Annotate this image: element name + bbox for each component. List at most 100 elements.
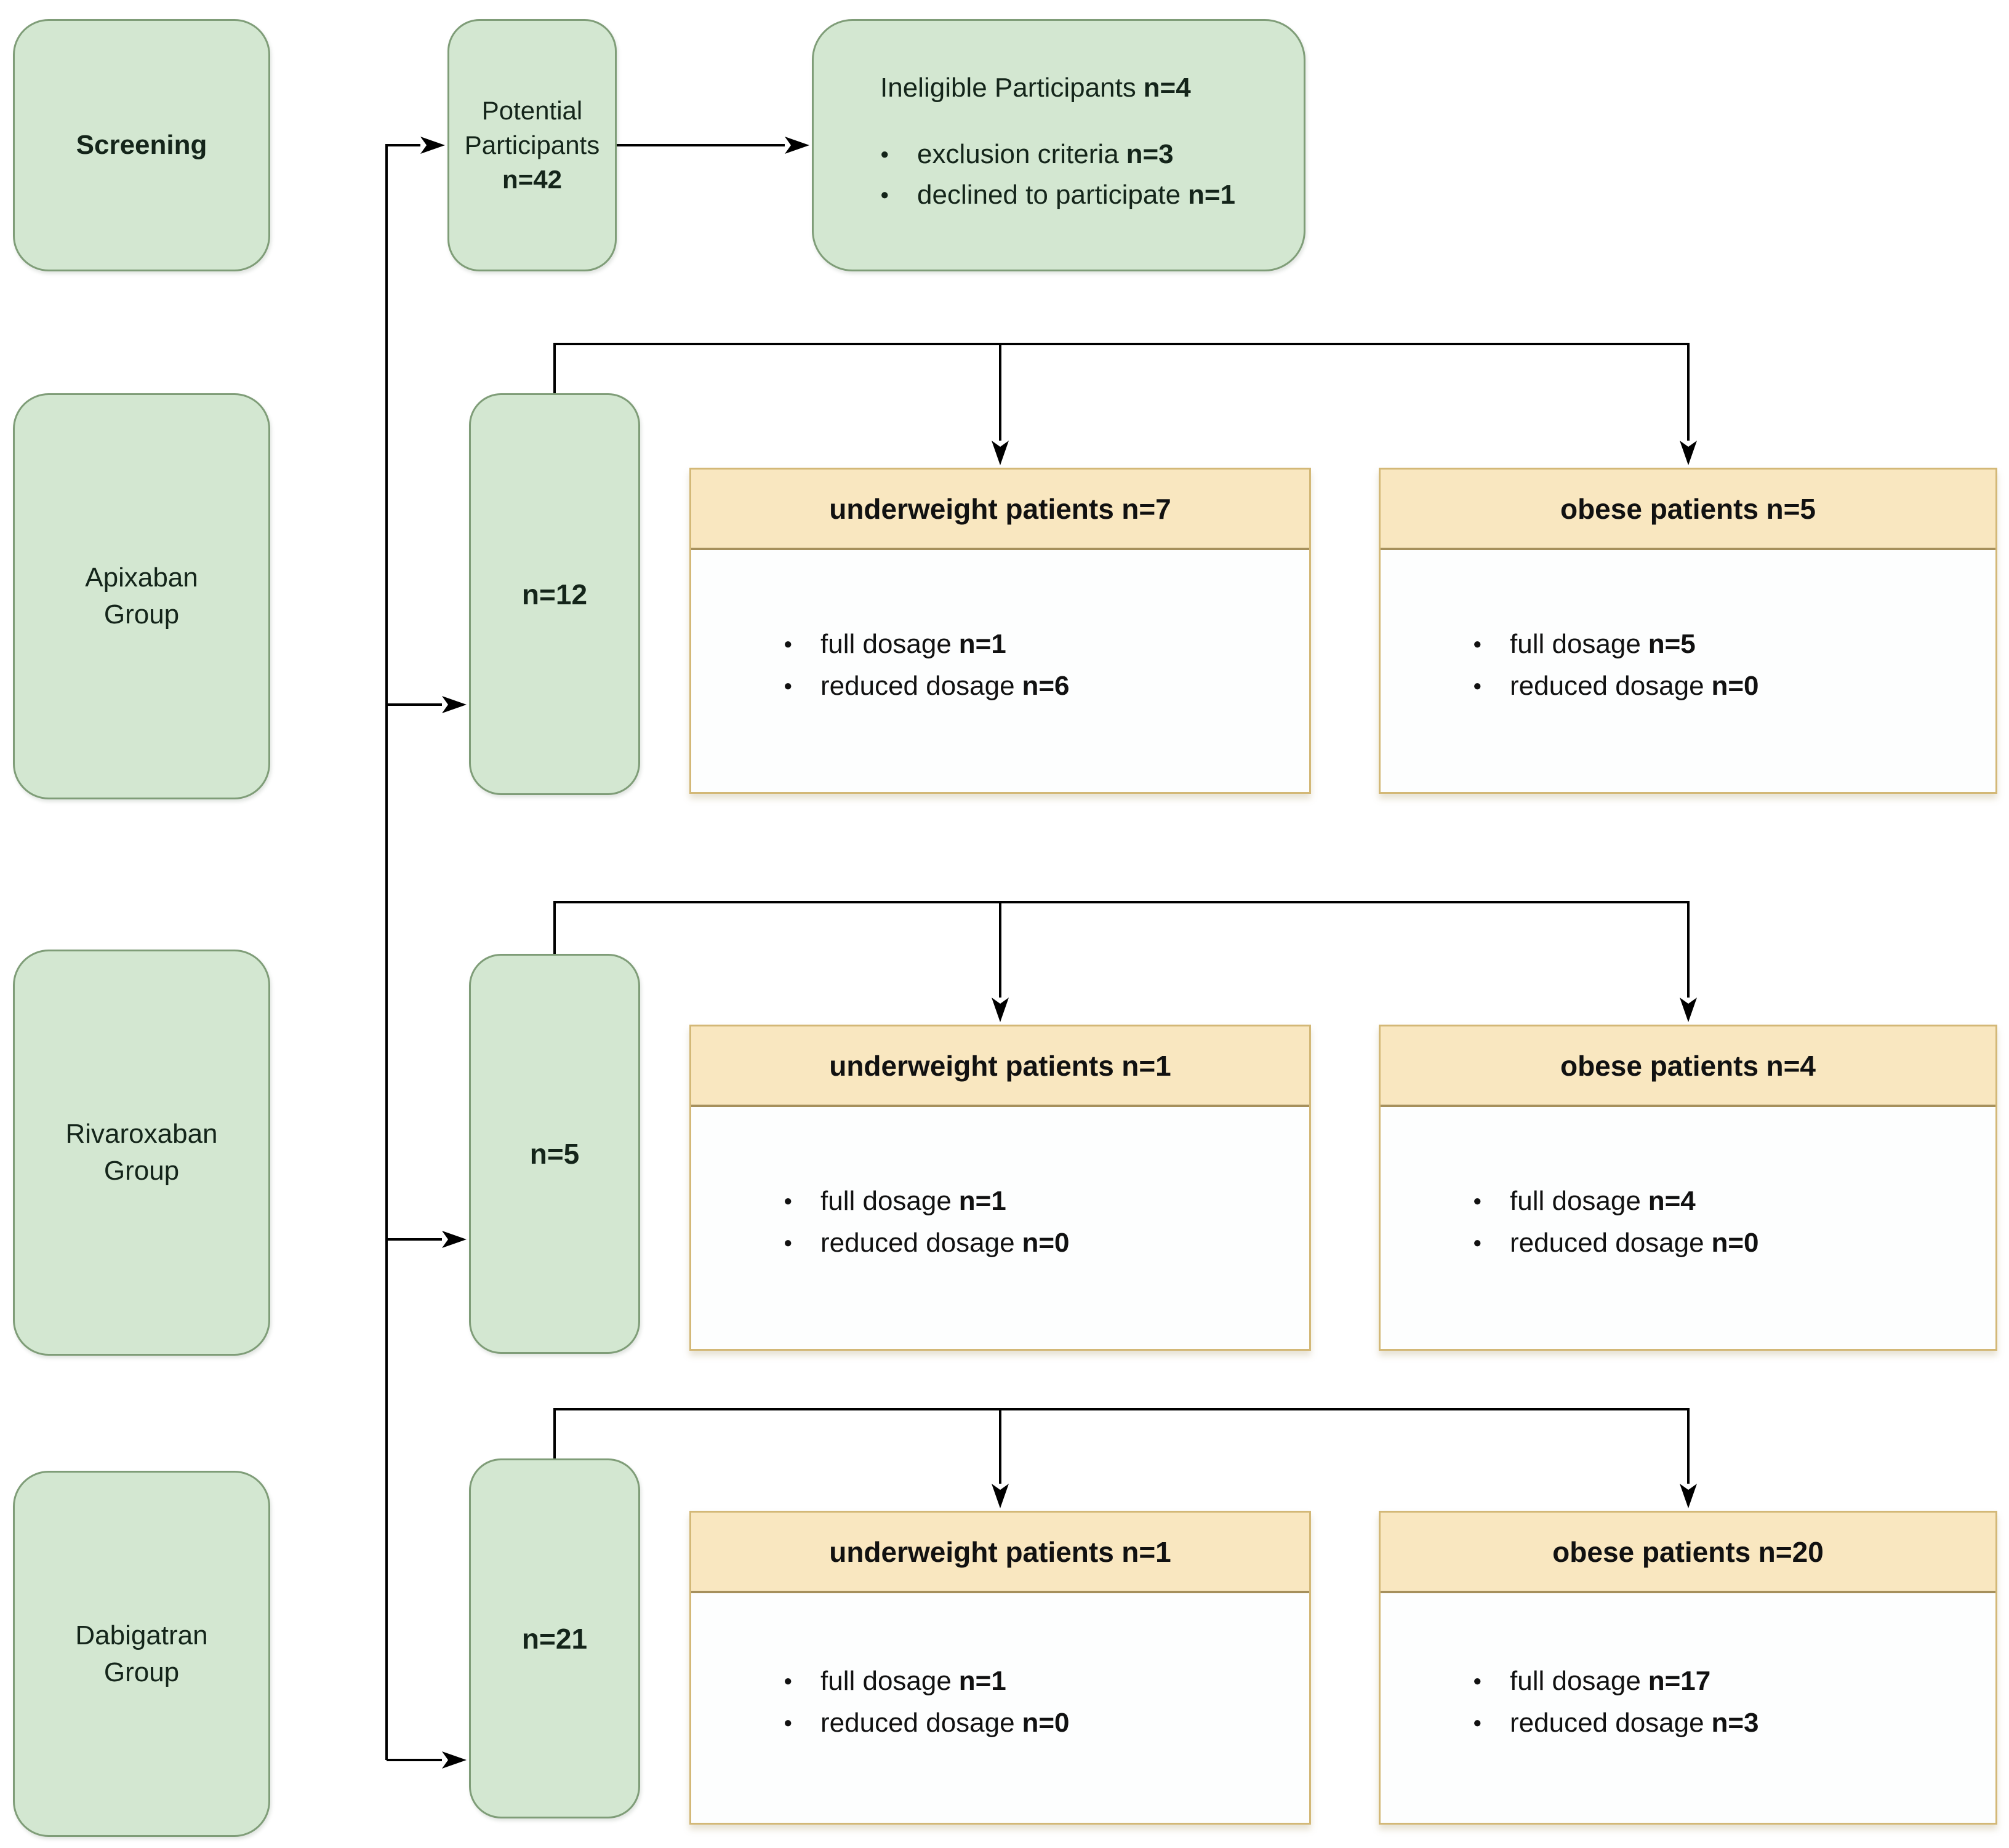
potential-count: n=42 xyxy=(502,165,562,194)
bullet-dot-icon xyxy=(880,175,917,215)
bullet-label: full dosage xyxy=(820,1665,952,1696)
bullet-count: n=1 xyxy=(958,1185,1006,1216)
row3-split-line-arrow-to-obese xyxy=(553,1408,1697,1508)
bullet-label: declined to participate xyxy=(917,180,1181,210)
apixaban-n-box: n=12 xyxy=(469,393,640,795)
stage-label-line1: Apixaban xyxy=(85,562,198,593)
rivaroxaban-n-label: n=5 xyxy=(529,1138,580,1170)
ineligible-title-text: Ineligible Participants xyxy=(880,73,1136,103)
bullet-dot-icon xyxy=(784,1222,820,1264)
stage-label-dabigatran-group: Dabigatran Group xyxy=(75,1617,207,1691)
bullet-label: reduced dosage xyxy=(820,1707,1015,1738)
bullet-dot-icon xyxy=(1473,1222,1510,1264)
stage-box-dabigatran-group: Dabigatran Group xyxy=(13,1471,270,1837)
row1-split-line-arrow-to-obese xyxy=(553,343,1697,465)
bullet-label: full dosage xyxy=(1510,628,1641,659)
stage-box-rivaroxaban-group: Rivaroxaban Group xyxy=(13,950,270,1356)
bullet-count: n=1 xyxy=(958,628,1006,659)
stage-label-line2: Group xyxy=(103,1156,180,1186)
bullet-count: n=6 xyxy=(1022,670,1070,701)
bullet-dot-icon xyxy=(1473,1180,1510,1222)
header-count: n=4 xyxy=(1766,1049,1816,1082)
stage-label-rivaroxaban-group: Rivaroxaban Group xyxy=(65,1116,217,1190)
header-title: obese patients xyxy=(1560,492,1759,525)
bullet-dot-icon xyxy=(1473,1660,1510,1702)
header-count: n=5 xyxy=(1766,492,1816,525)
header-count: n=7 xyxy=(1121,492,1171,525)
stage-box-screening: Screening xyxy=(13,19,270,271)
bullet-dot-icon xyxy=(784,1702,820,1744)
bullet-label: full dosage xyxy=(1510,1665,1641,1696)
potential-line1: Potential xyxy=(481,96,583,125)
header-title: underweight patients xyxy=(829,492,1114,525)
bullet-dot-icon xyxy=(784,1180,820,1222)
bullet-dot-icon xyxy=(1473,1702,1510,1744)
bullet-count: n=17 xyxy=(1648,1665,1711,1696)
bullet-dot-icon xyxy=(880,134,917,175)
potential-line2: Participants xyxy=(464,130,600,159)
stage-label-line2: Group xyxy=(103,1657,180,1687)
bullet-label: full dosage xyxy=(1510,1185,1641,1216)
bullet-label: reduced dosage xyxy=(1510,1707,1704,1738)
bullet-count: n=0 xyxy=(1022,1227,1070,1258)
bullet-label: reduced dosage xyxy=(1510,1227,1704,1258)
stage-label-line2: Group xyxy=(103,599,180,630)
bullet-count: n=1 xyxy=(958,1665,1006,1696)
bullet-count: n=0 xyxy=(1022,1707,1070,1738)
stage-label-line1: Dabigatran xyxy=(75,1620,208,1650)
apixaban-n-label: n=12 xyxy=(521,578,588,610)
bullet-count: n=3 xyxy=(1126,139,1174,169)
header-count: n=1 xyxy=(1121,1049,1171,1082)
dabigatran-n-box: n=21 xyxy=(469,1458,640,1818)
potential-participants-label: Potential Participants n=42 xyxy=(465,94,599,197)
bullet-count: n=4 xyxy=(1648,1185,1696,1216)
bullet-count: n=0 xyxy=(1711,670,1759,701)
header-title: underweight patients xyxy=(829,1535,1114,1568)
rivaroxaban-n-box: n=5 xyxy=(469,954,640,1354)
bullet-label: reduced dosage xyxy=(820,1227,1015,1258)
row2-split-line-arrow-to-obese xyxy=(553,901,1697,1022)
bullet-label: full dosage xyxy=(820,628,952,659)
bullet-dot-icon xyxy=(784,623,820,665)
ineligible-count: n=4 xyxy=(1143,73,1191,103)
bullet-label: reduced dosage xyxy=(820,670,1015,701)
stage-label-screening: Screening xyxy=(76,130,207,160)
bullet-dot-icon xyxy=(1473,665,1510,707)
stage-box-apixaban-group: Apixaban Group xyxy=(13,393,270,799)
dabigatran-n-label: n=21 xyxy=(521,1622,588,1655)
header-title: obese patients xyxy=(1560,1049,1759,1082)
trunk-line-arrow-to-potential xyxy=(385,137,445,1760)
bullet-dot-icon xyxy=(1473,623,1510,665)
header-title: underweight patients xyxy=(829,1049,1114,1082)
bullet-label: full dosage xyxy=(820,1185,952,1216)
bullet-dot-icon xyxy=(784,1660,820,1702)
bullet-label: reduced dosage xyxy=(1510,670,1704,701)
potential-participants-box: Potential Participants n=42 xyxy=(447,19,617,271)
